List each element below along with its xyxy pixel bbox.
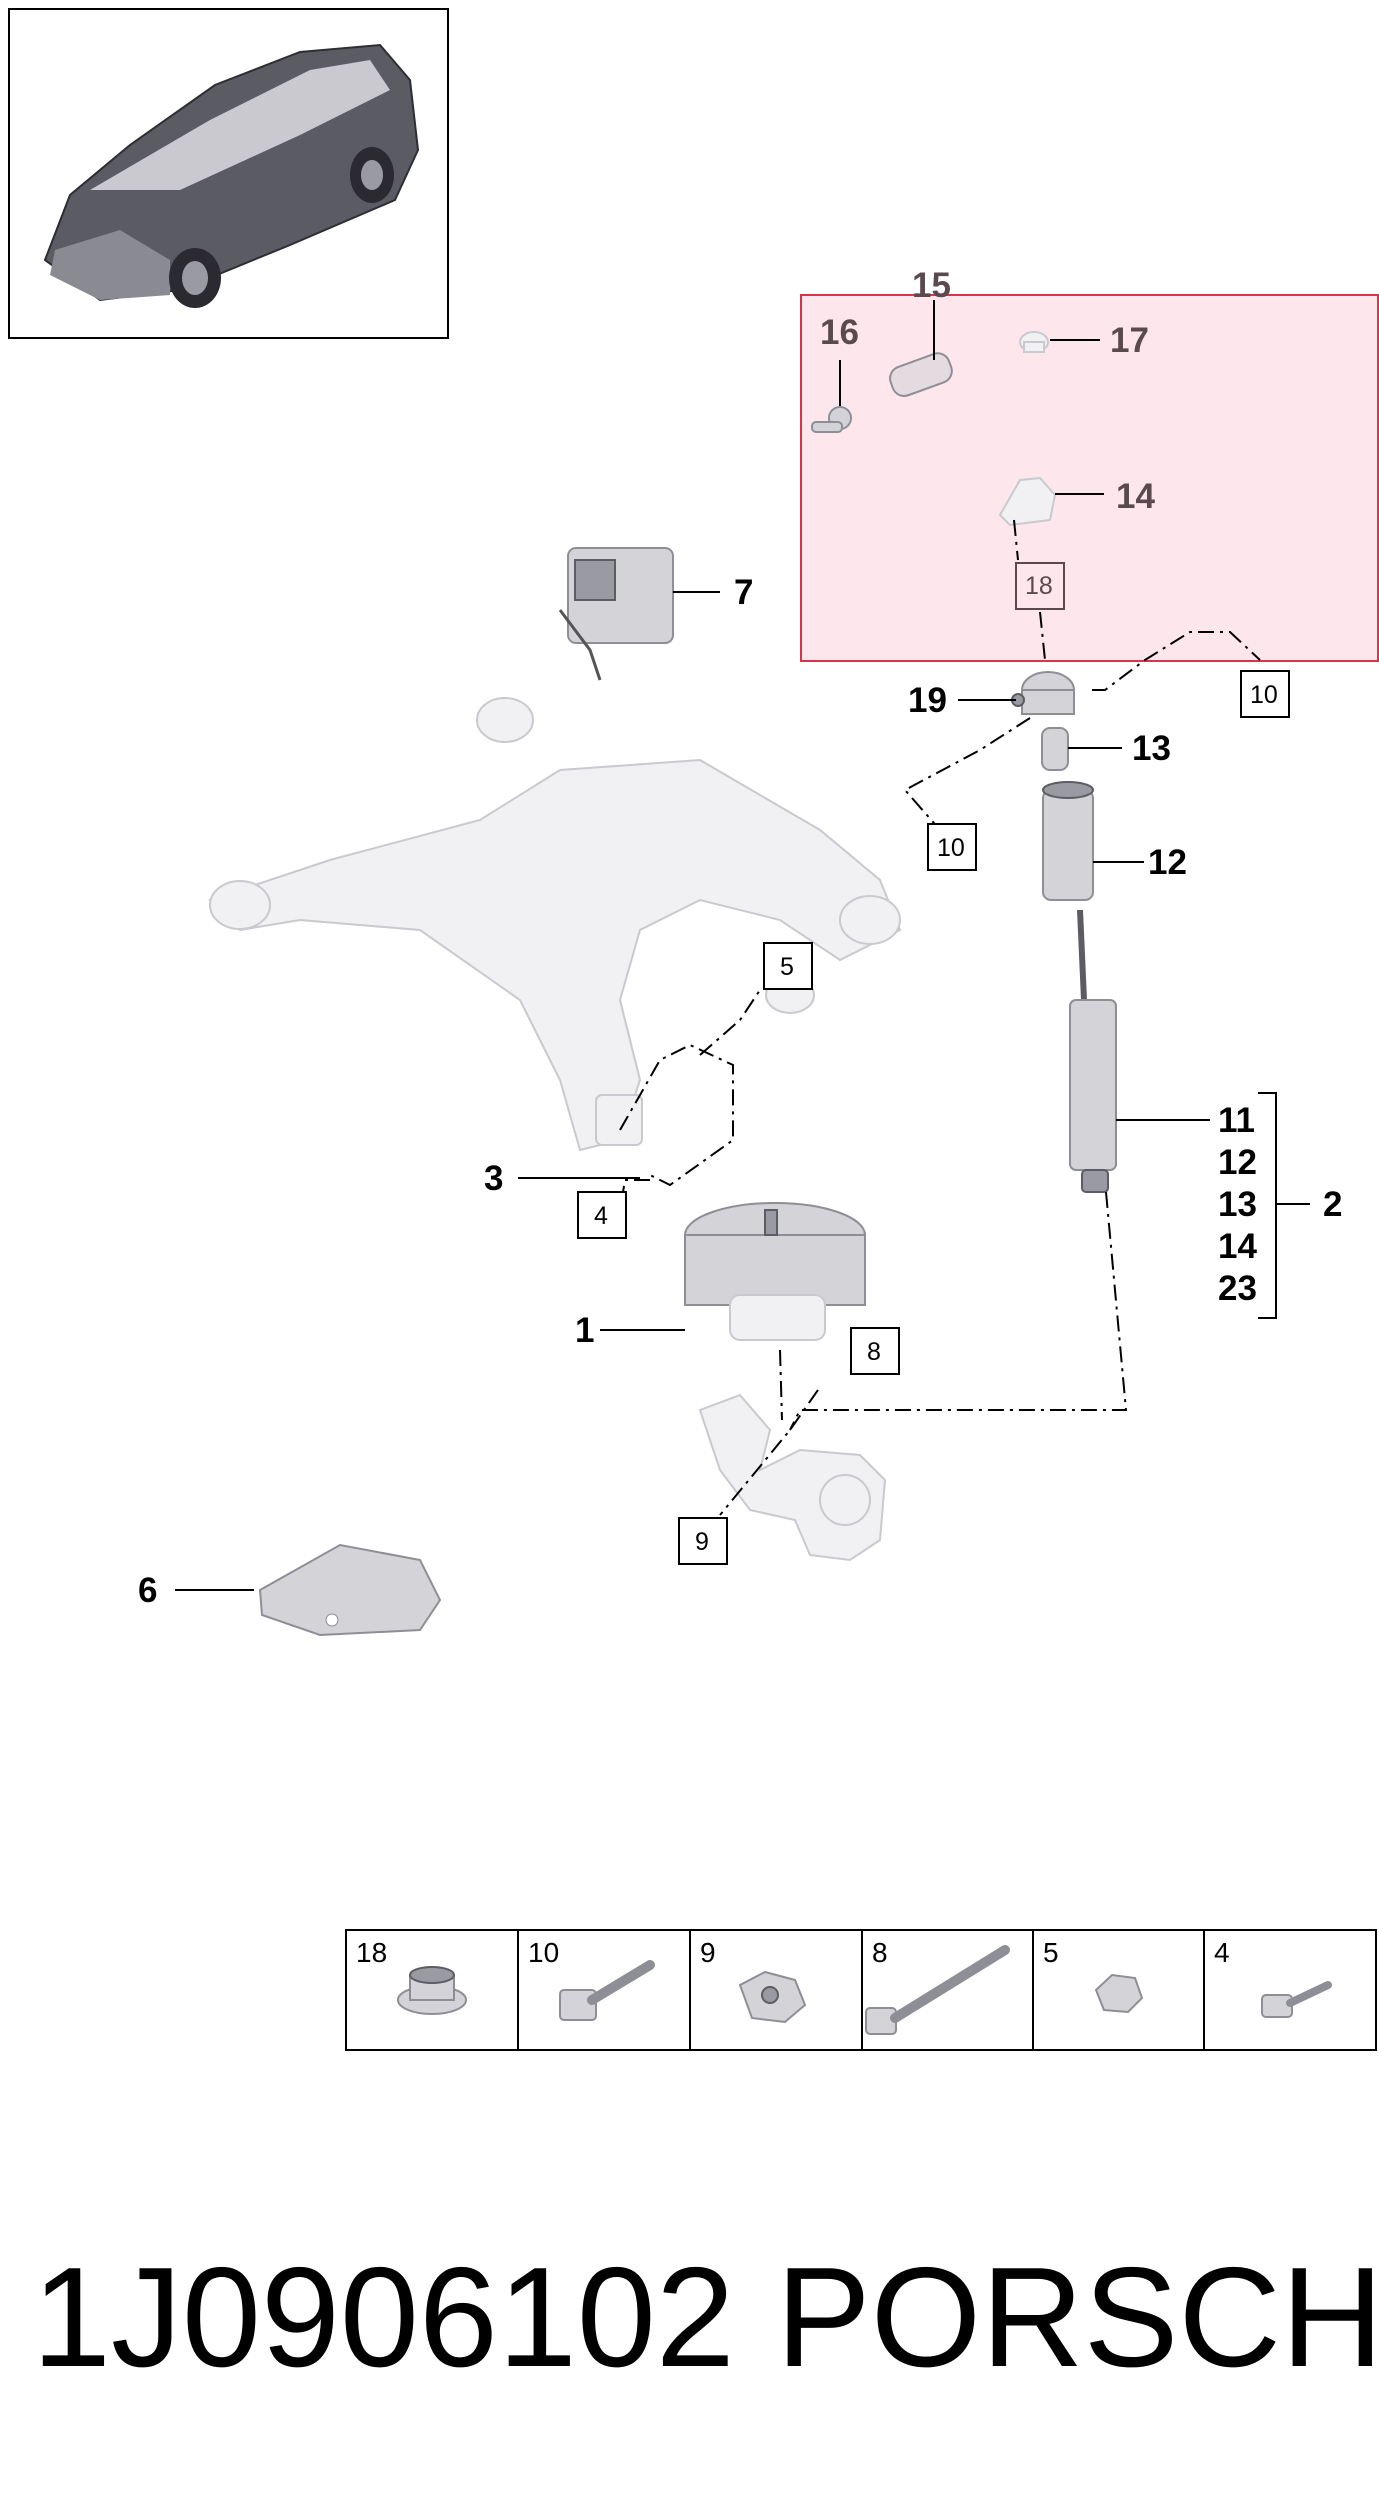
part-number: 1J0906102 — [32, 2238, 735, 2397]
callout-12: 12 — [1148, 843, 1187, 882]
ref-box-10-top: 10 — [1240, 670, 1290, 718]
callout-17: 17 — [1110, 321, 1149, 360]
callout-15: 15 — [912, 266, 951, 305]
fastener-4-screw-icon — [1261, 1981, 1332, 2018]
ref-box-10-mid: 10 — [927, 823, 977, 871]
ref-box-9: 9 — [678, 1517, 728, 1565]
table-cell-label-8: 8 — [872, 1937, 888, 1968]
group-item-13: 13 — [1218, 1185, 1257, 1224]
svg-text:4: 4 — [594, 1202, 608, 1230]
group-item-12: 12 — [1218, 1143, 1257, 1182]
callout-16: 16 — [820, 313, 859, 352]
svg-text:9: 9 — [695, 1528, 709, 1556]
part-13-bump-stop — [1041, 727, 1069, 771]
svg-text:18: 18 — [1025, 572, 1053, 600]
group-item-11: 11 — [1218, 1101, 1255, 1140]
callout-7: 7 — [734, 573, 753, 612]
callout-14: 14 — [1116, 477, 1155, 516]
fastener-8-long-bolt-icon — [865, 1945, 1010, 2035]
fastener-9-nut-icon — [738, 1970, 807, 2024]
part-6-cover — [258, 1543, 442, 1637]
ref-box-8: 8 — [850, 1327, 900, 1375]
ref-box-18: 18 — [1015, 562, 1065, 610]
svg-text:8: 8 — [867, 1338, 881, 1366]
callout-1: 1 — [575, 1311, 594, 1350]
fastener-10-bolt-icon — [559, 1960, 655, 2021]
table-cell-label-5: 5 — [1043, 1937, 1059, 1968]
callout-13: 13 — [1132, 729, 1171, 768]
svg-text:10: 10 — [1250, 681, 1278, 709]
wheel-carrier — [698, 1393, 887, 1562]
svg-text:10: 10 — [937, 834, 965, 862]
callout-6: 6 — [138, 1571, 157, 1610]
subframe — [208, 697, 902, 1152]
part-17-cap — [1019, 331, 1049, 353]
part-11-shock-absorber — [1069, 909, 1117, 1193]
part-15-sleeve — [889, 352, 953, 397]
fastener-5-nut-icon — [1094, 1973, 1144, 2014]
part-7-compressor — [558, 547, 674, 681]
callout-2: 2 — [1323, 1185, 1342, 1224]
callout-19: 19 — [908, 681, 947, 720]
fastener-table: 18 10 9 8 5 4 — [345, 1929, 1377, 2051]
part-12-dust-cover — [1042, 781, 1094, 901]
brand-name: PORSCHE — [776, 2238, 1379, 2397]
table-cell-label-10: 10 — [528, 1937, 559, 1968]
fastener-18-nut-icon — [397, 1966, 467, 2015]
part-1-air-spring — [684, 1202, 866, 1341]
table-cell-label-18: 18 — [356, 1937, 387, 1968]
group-item-23: 23 — [1218, 1269, 1257, 1308]
group-item-14: 14 — [1218, 1227, 1257, 1266]
ref-box-4: 4 — [577, 1191, 627, 1239]
table-cell-label-4: 4 — [1214, 1937, 1230, 1968]
ref-box-5: 5 — [763, 942, 813, 990]
svg-text:5: 5 — [780, 953, 794, 981]
table-cell-label-9: 9 — [700, 1937, 716, 1968]
vehicle-thumbnail — [8, 8, 449, 339]
callout-3: 3 — [484, 1159, 503, 1198]
highlight-region — [800, 294, 1379, 662]
part-19-top-mount — [1011, 671, 1075, 715]
part-16-pin — [811, 406, 852, 433]
